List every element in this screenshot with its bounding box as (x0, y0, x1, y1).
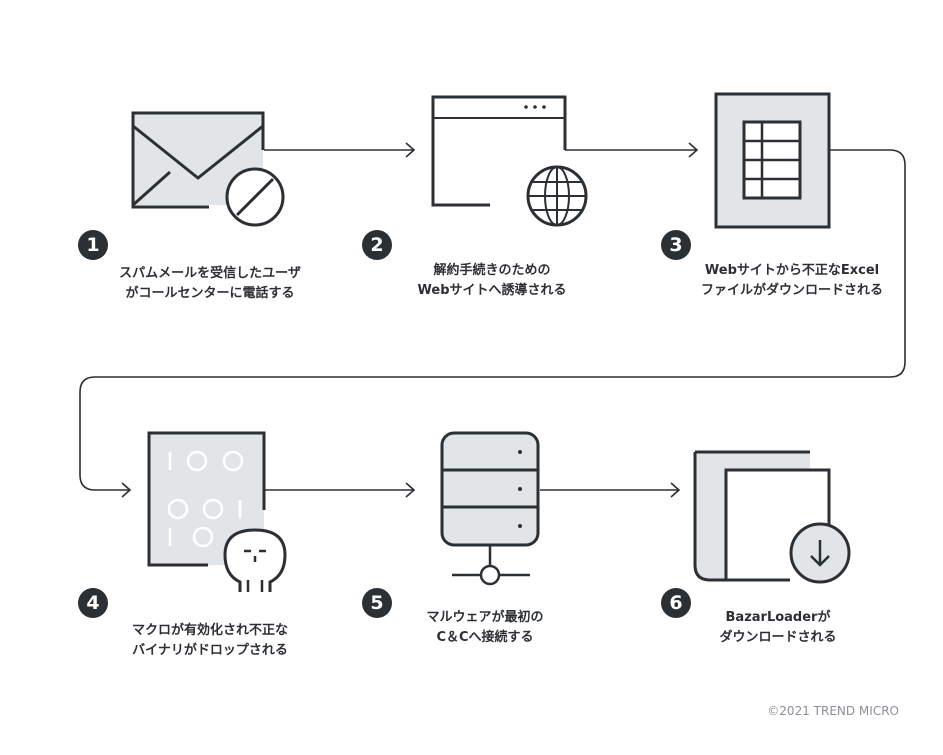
spreadsheet-icon (714, 92, 831, 229)
step-6-caption: BazarLoaderがダウンロードされる (719, 610, 837, 645)
envelope-blocked-icon (131, 111, 285, 227)
step-1-caption: スパムメールを受信したユーザがコールセンターに電話する (119, 266, 301, 301)
step-6-number: 6 (661, 588, 691, 618)
step-1-number: 1 (78, 230, 108, 260)
arrow-3-4 (79, 149, 906, 498)
download-icon (693, 450, 851, 584)
server-icon (440, 431, 540, 586)
step-2-number: 2 (362, 230, 392, 260)
step-4-caption: マクロが有効化され不正なバイナリがドロップされる (131, 623, 288, 658)
step-3-number: 3 (661, 230, 691, 260)
arrow-5-6 (540, 482, 681, 498)
binary-skull-icon (147, 431, 287, 592)
copyright: ©2021 TREND MICRO (767, 704, 899, 718)
browser-globe-icon (431, 95, 588, 227)
step-4-number: 4 (78, 588, 108, 618)
step-5-number: 5 (362, 588, 392, 618)
arrow-1-2 (264, 142, 416, 158)
arrow-4-5 (264, 482, 416, 498)
flow-arrows (79, 142, 906, 498)
arrow-2-3 (565, 142, 699, 158)
